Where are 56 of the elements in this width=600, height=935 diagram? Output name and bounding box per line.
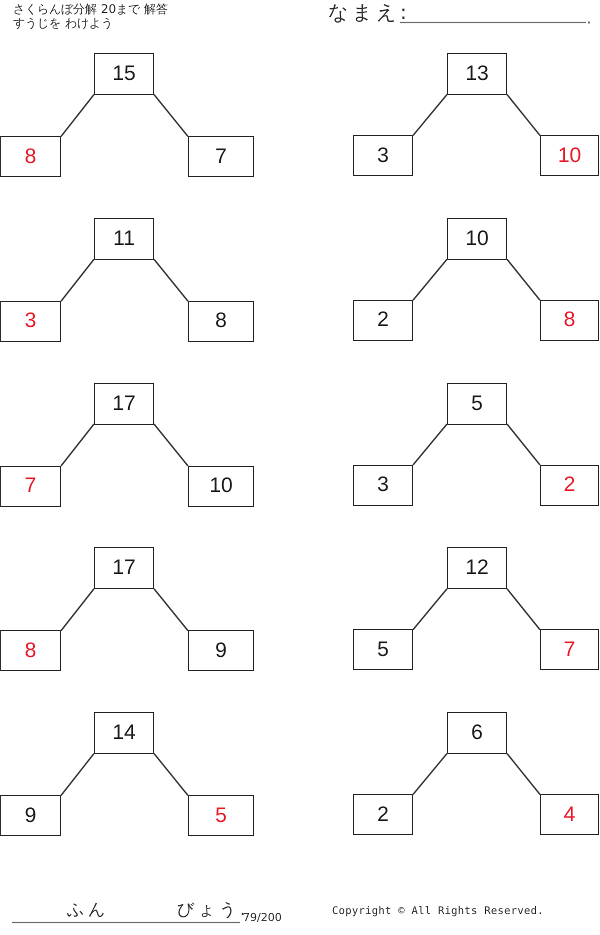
number-box: 8 <box>0 630 61 672</box>
number-box: 10 <box>540 135 599 176</box>
number-box: 4 <box>540 794 599 835</box>
connector-line <box>60 258 95 302</box>
number-box: 2 <box>540 464 599 506</box>
copyright-notice: Copyright © All Rights Reserved. <box>332 906 544 916</box>
number-box: 3 <box>353 135 413 176</box>
subtitle: すうじを わけよう <box>13 17 113 29</box>
number-box: 3 <box>0 300 61 342</box>
number-box: 6 <box>447 712 507 754</box>
connector-line <box>506 424 541 466</box>
connector-line <box>412 94 448 136</box>
number-box: 11 <box>94 218 154 260</box>
number-box: 13 <box>447 53 507 95</box>
title: さくらんぼ分解 20まで 解答 <box>13 3 168 15</box>
number-box: 9 <box>0 795 61 836</box>
connector-line <box>60 94 95 137</box>
number-box: 17 <box>94 382 154 424</box>
number-box: 2 <box>353 794 413 835</box>
connector-line <box>506 753 541 795</box>
number-box: 10 <box>447 218 507 260</box>
number-box: 3 <box>353 464 413 506</box>
number-box: 5 <box>353 629 413 670</box>
number-box: 5 <box>188 795 254 836</box>
connector-line <box>153 588 189 632</box>
connector-line <box>506 588 541 630</box>
name-label: なまえ: <box>328 2 411 22</box>
connector-line <box>153 424 189 466</box>
number-box: 9 <box>188 630 254 672</box>
connector-line <box>153 94 189 137</box>
connector-line <box>412 753 448 795</box>
connector-line <box>60 753 95 796</box>
number-box: 15 <box>94 53 154 95</box>
connector-line <box>153 753 189 796</box>
page-number: 79/200 <box>243 912 282 923</box>
connector-line <box>506 94 541 136</box>
number-box: 14 <box>94 712 154 754</box>
minutes-label: ふん <box>67 902 109 919</box>
number-box: 12 <box>447 547 507 590</box>
connector-line <box>60 588 95 632</box>
number-box: 7 <box>540 629 599 670</box>
connector-line <box>60 424 95 466</box>
connector-line <box>506 258 541 301</box>
connector-line <box>412 258 448 301</box>
number-box: 2 <box>353 300 413 341</box>
number-box: 8 <box>540 300 599 341</box>
connector-line <box>153 258 189 302</box>
number-box: 8 <box>188 300 254 342</box>
number-box: 10 <box>188 466 254 506</box>
number-box: 5 <box>447 382 507 424</box>
connector-line <box>412 424 448 466</box>
number-box: 7 <box>0 466 61 506</box>
number-box: 7 <box>188 136 254 177</box>
number-box: 8 <box>0 136 61 177</box>
connector-line <box>412 588 448 630</box>
number-box: 17 <box>94 547 154 590</box>
